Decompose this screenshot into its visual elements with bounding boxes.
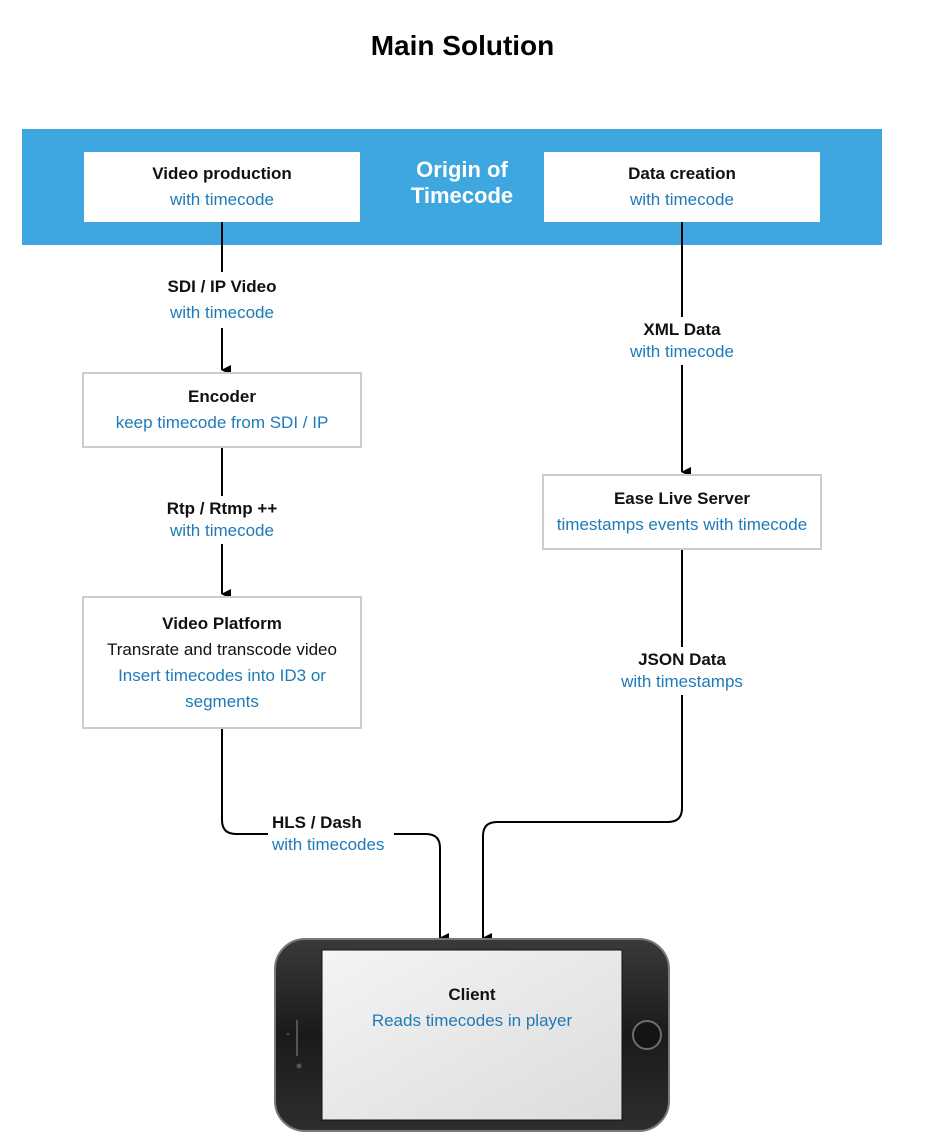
edge-subtitle: with timecodes [272, 835, 385, 854]
node-title: Data creation [628, 164, 736, 183]
node-description: Transrate and transcode video [107, 639, 337, 659]
origin-line-1: Origin of [416, 157, 508, 182]
node-title: Video Platform [162, 613, 282, 633]
node-subtitle: with timecode [630, 190, 734, 209]
edge-subtitle: with timecode [170, 521, 274, 540]
edge-label-rtp: Rtp / Rtmp ++ with timecode [142, 496, 302, 544]
edge-title: HLS / Dash [272, 813, 362, 832]
edge-title: SDI / IP Video [167, 277, 277, 296]
node-data-creation: Data creation with timecode [544, 152, 820, 222]
node-subtitle-1: Insert timecodes into ID3 or [118, 665, 326, 685]
edge-label-hls: HLS / Dash with timecodes [268, 810, 394, 858]
node-subtitle: Reads timecodes in player [371, 1011, 573, 1030]
phone-illustration [274, 938, 670, 1132]
origin-line-2: Timecode [410, 183, 514, 208]
edge-title: JSON Data [638, 650, 726, 669]
node-title: Video production [152, 164, 292, 183]
node-subtitle: keep timecode from SDI / IP [115, 413, 329, 432]
edge-json-line [482, 550, 683, 943]
node-subtitle: timestamps events with timecode [556, 515, 808, 534]
node-video-platform: Video Platform Transrate and transcode v… [82, 596, 362, 729]
node-title: Client [448, 985, 496, 1004]
edge-label-json: JSON Data with timestamps [602, 647, 762, 695]
node-title: Ease Live Server [613, 489, 751, 508]
node-video-production: Video production with timecode [84, 152, 360, 222]
origin-label: Origin of Timecode [392, 157, 532, 209]
node-encoder: Encoder keep timecode from SDI / IP [82, 372, 362, 448]
edge-title: Rtp / Rtmp ++ [166, 499, 278, 518]
node-subtitle: with timecode [170, 190, 274, 209]
node-client: Client Reads timecodes in player [322, 950, 622, 1120]
node-subtitle-2: segments [185, 691, 259, 711]
diagram-title: Main Solution [370, 30, 555, 61]
node-ease-live-server: Ease Live Server timestamps events with … [542, 474, 822, 550]
edge-subtitle: with timecode [170, 303, 274, 322]
node-title: Encoder [187, 387, 257, 406]
edge-label-sdi: SDI / IP Video with timecode [142, 272, 302, 328]
edge-label-xml: XML Data with timecode [602, 317, 762, 365]
edge-subtitle: with timestamps [621, 672, 743, 691]
edge-title: XML Data [643, 320, 721, 339]
edge-subtitle: with timecode [630, 342, 734, 361]
